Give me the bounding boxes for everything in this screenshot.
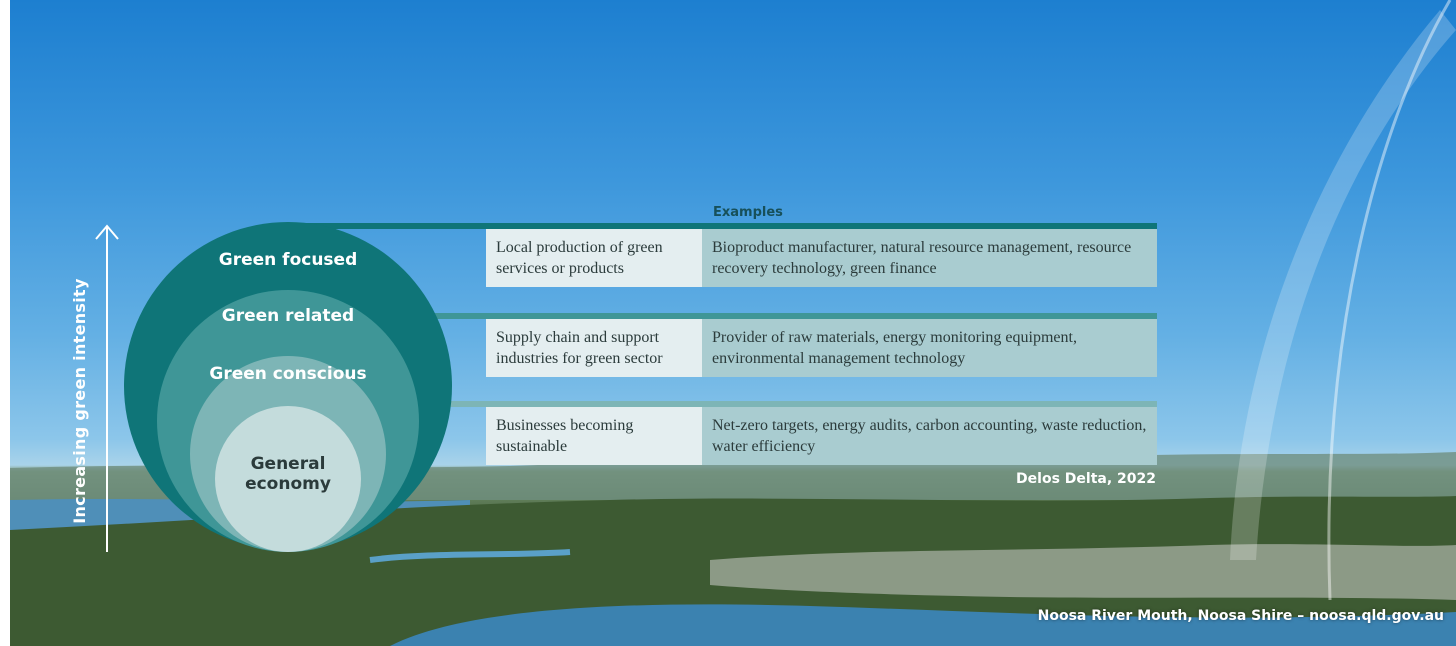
connector-line-1 [285, 223, 1157, 229]
ring-label-green-conscious: Green conscious [209, 364, 367, 384]
row-1-examples: Bioproduct manufacturer, natural resourc… [702, 229, 1157, 287]
ring-label-green-related: Green related [221, 306, 355, 326]
up-arrow-icon [95, 224, 119, 552]
row-3-description: Businesses becoming sustainable [486, 407, 702, 465]
source-citation: Delos Delta, 2022 [1016, 471, 1156, 487]
ring-general-economy [215, 406, 361, 552]
landscape-illustration [10, 0, 1456, 646]
row-2-description: Supply chain and support industries for … [486, 319, 702, 377]
concentric-circles [124, 222, 452, 552]
ring-label-general-economy: General economy [245, 454, 331, 494]
row-1-description: Local production of green services or pr… [486, 229, 702, 287]
photo-caption: Noosa River Mouth, Noosa Shire – noosa.q… [1037, 608, 1444, 624]
axis-label: Increasing green intensity [70, 278, 89, 524]
ring-label-green-focused: Green focused [218, 250, 358, 270]
examples-heading: Examples [713, 205, 783, 220]
connector-line-2 [325, 313, 1157, 319]
connector-line-3 [385, 401, 1157, 407]
row-2-examples: Provider of raw materials, energy monito… [702, 319, 1157, 377]
row-3-examples: Net-zero targets, energy audits, carbon … [702, 407, 1157, 465]
background-photo: Increasing green intensity Green focused… [10, 0, 1456, 646]
